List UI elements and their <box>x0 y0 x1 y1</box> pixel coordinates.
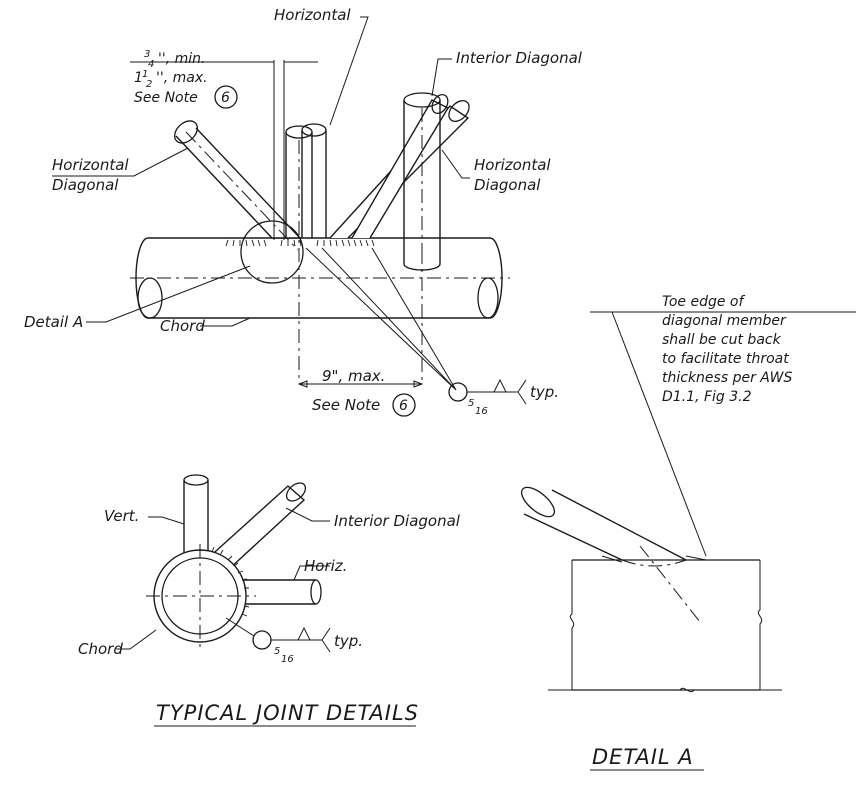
detail-a-drawing: DETAIL A <box>520 486 782 771</box>
see-note-label: See Note <box>134 90 198 106</box>
svg-text:D1.1, Fig 3.2: D1.1, Fig 3.2 <box>662 389 752 405</box>
center-horizontal-member <box>285 125 313 238</box>
label-right-horizontal: Horizontal <box>474 156 551 174</box>
svg-text:'', max.: '', max. <box>156 70 208 86</box>
label-right-diagonal: Diagonal <box>474 176 541 194</box>
leader-lines <box>52 16 527 405</box>
note-number: 6 <box>221 90 230 106</box>
label-horizontal: Horizontal <box>274 6 351 24</box>
toe-edge-note: Toe edge of diagonal member shall be cut… <box>590 294 856 557</box>
label-left-horizontal: Horizontal <box>52 156 129 174</box>
label-chord: Chord <box>160 317 205 335</box>
spacing-dimension <box>130 60 318 240</box>
label-chord-2: Chord <box>78 640 123 658</box>
offset-dimension <box>297 380 424 388</box>
weld-hatching <box>225 239 375 247</box>
detail-a-callout-circle <box>240 220 304 284</box>
right-horizontal-diagonal-member <box>329 94 470 239</box>
label-see-note-2: See Note <box>312 396 380 414</box>
weld-size-num-2: 5 <box>274 646 280 657</box>
note-number-2: 6 <box>399 398 408 414</box>
horizontal-member-pair <box>301 123 327 238</box>
typical-joint-section: Vert. Interior Diagonal Horiz. Chord 5 1… <box>78 474 461 727</box>
label-detail-a: Detail A <box>24 313 83 331</box>
svg-text:'', min.: '', min. <box>158 51 205 67</box>
weld-size-den: 16 <box>475 406 488 417</box>
weld-size-num: 5 <box>468 398 474 409</box>
svg-text:thickness per AWS: thickness per AWS <box>662 370 792 386</box>
chord-member <box>130 237 510 319</box>
svg-text:4: 4 <box>148 59 154 70</box>
left-horizontal-diagonal-member <box>174 120 302 251</box>
title-typical-joint-details: TYPICAL JOINT DETAILS <box>156 701 419 725</box>
svg-text:to facilitate throat: to facilitate throat <box>662 351 789 367</box>
svg-text:2: 2 <box>146 79 152 90</box>
svg-text:Toe edge of: Toe edge of <box>662 294 745 310</box>
svg-text:1: 1 <box>134 70 143 86</box>
weld-size-den-2: 16 <box>281 654 294 665</box>
label-interior-diagonal: Interior Diagonal <box>456 49 583 67</box>
label-typ-2: typ. <box>334 632 363 650</box>
svg-text:1: 1 <box>142 69 148 80</box>
svg-text:diagonal member: diagonal member <box>662 313 787 329</box>
top-joint-elevation: Horizontal Interior Diagonal 3 4 '', min… <box>24 6 583 417</box>
svg-text:3: 3 <box>144 49 150 60</box>
label-typ: typ. <box>530 383 559 401</box>
label-horiz: Horiz. <box>304 557 347 575</box>
label-left-diagonal: Diagonal <box>52 176 119 194</box>
svg-text:shall be cut back: shall be cut back <box>662 332 782 348</box>
title-detail-a: DETAIL A <box>592 745 694 769</box>
label-offset-max: 9", max. <box>322 367 385 385</box>
label-vert: Vert. <box>104 507 139 525</box>
spacing-label: 3 4 '', min. 1 1 2 '', max. See Note 6 <box>134 49 238 109</box>
label-interior-diagonal-2: Interior Diagonal <box>334 512 461 530</box>
